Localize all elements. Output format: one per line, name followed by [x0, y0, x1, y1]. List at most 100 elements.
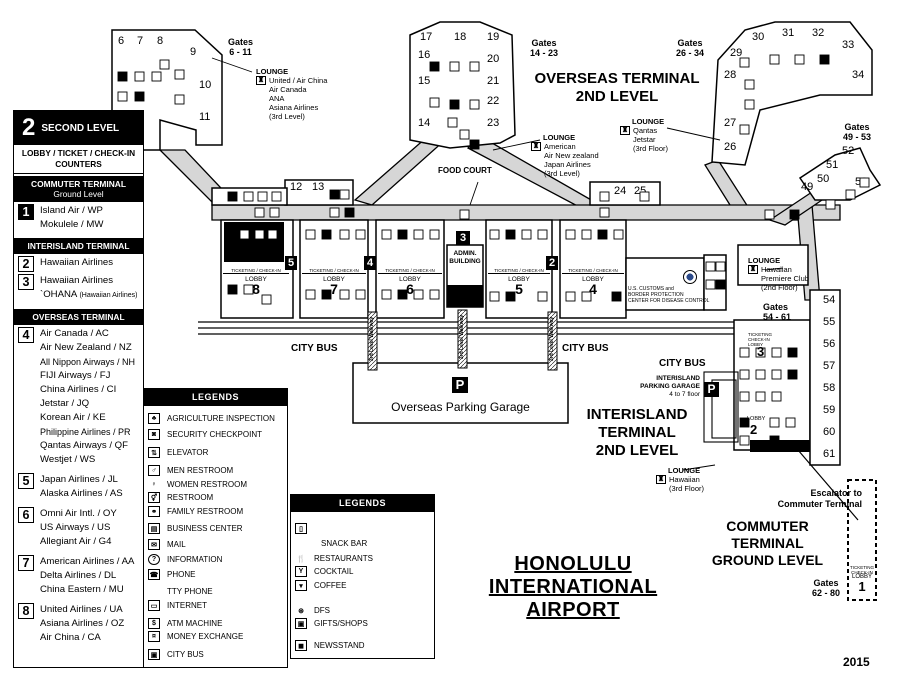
amenity-icon: [819, 54, 830, 65]
amenity-icon: [787, 347, 798, 358]
gate-label-30: 30: [752, 31, 764, 43]
gate-label-15: 15: [418, 75, 430, 87]
amenity-icon: [117, 71, 128, 82]
amenity-icon: [764, 209, 775, 220]
amenity-icon: [321, 289, 332, 300]
roadway: [198, 321, 820, 335]
amenity-icon: [489, 291, 500, 302]
amenity-icon: [739, 417, 750, 428]
snack-bar-icon: ▯: [295, 523, 307, 534]
gate-label-21: 21: [487, 75, 499, 87]
amenity-icon: [581, 229, 592, 240]
phone-icon: ☎: [148, 569, 160, 580]
amenity-icon: [794, 54, 805, 65]
amenity-icon: [739, 391, 750, 402]
walkways: [367, 309, 558, 371]
amenity-icon: [243, 191, 254, 202]
amenity-icon: [459, 129, 470, 140]
gate-label-6: 6: [118, 35, 124, 47]
amenity-icon: [344, 207, 355, 218]
gate-label-11: 11: [199, 111, 210, 123]
gate-label-49: 49: [801, 181, 813, 193]
legend-mail: ✉MAIL: [148, 539, 186, 550]
gate-label-7: 7: [137, 35, 143, 47]
gate-label-14: 14: [418, 117, 430, 129]
dfs-icon: ⊛: [298, 607, 304, 615]
gate-label-13: 13: [312, 181, 324, 193]
interisland-parking: [703, 371, 739, 443]
legend-title: LEGENDS: [291, 495, 434, 512]
gate-label-32: 32: [812, 27, 824, 39]
amenity-icon: [305, 229, 316, 240]
amenity-icon: [537, 229, 548, 240]
lobby8-block: [224, 222, 284, 262]
amenity-icon: [705, 261, 716, 272]
amenity-icon: [705, 279, 716, 290]
lobby-number-badge: 3: [18, 274, 34, 290]
amenity-icon: [413, 229, 424, 240]
men-restroom-icon: ♂: [148, 465, 160, 476]
lobby-number-badge: 1: [18, 204, 34, 220]
gates-14-23-concourse: [409, 21, 516, 149]
gate-label-31: 31: [782, 27, 794, 39]
amenity-icon: [715, 261, 726, 272]
legend-elevator: ⇅ELEVATOR: [148, 447, 208, 458]
amenity-icon: [639, 191, 650, 202]
legend-business: ▤BUSINESS CENTER: [148, 523, 243, 534]
gate-label-24: 24: [614, 185, 626, 197]
legend-title: LEGENDS: [144, 389, 287, 406]
gates-26-34-concourse: [711, 21, 873, 166]
amenity-icon: [413, 289, 424, 300]
legend-snack-label: SNACK BAR: [321, 539, 368, 548]
gate-label-33: 33: [842, 39, 854, 51]
gate-label-61: 61: [823, 448, 835, 460]
money-exchange-icon: ¤: [148, 631, 160, 642]
amenity-icon: [151, 71, 162, 82]
amenity-icon: [243, 284, 254, 295]
amenity-icon: [305, 289, 316, 300]
amenity-icon: [397, 289, 408, 300]
lobby-number-badge: 7: [18, 555, 34, 571]
legend-snack: ▯: [295, 523, 314, 534]
amenity-icon: [159, 59, 170, 70]
gate-label-12: 12: [290, 181, 302, 193]
amenity-icon: [339, 189, 350, 200]
amenity-icon: [339, 229, 350, 240]
gate-label-9: 9: [190, 46, 196, 58]
women-restroom-icon: ♀: [151, 481, 157, 488]
amenity-icon: [613, 229, 624, 240]
legend-coffee: ▾COFFEE: [295, 580, 346, 591]
amenity-icon: [787, 369, 798, 380]
amenity-icon: [715, 279, 726, 290]
amenity-icon: [744, 79, 755, 90]
amenity-icon: [429, 61, 440, 72]
amenity-icon: [429, 229, 440, 240]
amenity-icon: [739, 435, 750, 446]
gate-label-10: 10: [199, 79, 211, 91]
amenity-icon: [521, 229, 532, 240]
amenity-icon: [224, 229, 235, 240]
amenity-icon: [489, 229, 500, 240]
admin-block: [447, 285, 483, 307]
gate-label-57: 57: [823, 360, 835, 372]
level-label: SECOND LEVEL: [41, 122, 120, 134]
amenity-icon: [739, 124, 750, 135]
gate-label-34: 34: [852, 69, 864, 81]
amenity-icon: [739, 57, 750, 68]
amenity-icon: [174, 69, 185, 80]
lobby-number-badge: 6: [18, 507, 34, 523]
lobby-buildings: [220, 219, 841, 466]
amenity-icon: [381, 289, 392, 300]
gate-label-20: 20: [487, 53, 499, 65]
newsstand-icon: ◼: [295, 640, 307, 651]
mail-icon: ✉: [148, 539, 160, 550]
gate-label-16: 16: [418, 49, 430, 61]
amenity-icon: [449, 99, 460, 110]
legend-city-bus: ▣CITY BUS: [148, 649, 204, 660]
amenity-icon: [599, 191, 610, 202]
